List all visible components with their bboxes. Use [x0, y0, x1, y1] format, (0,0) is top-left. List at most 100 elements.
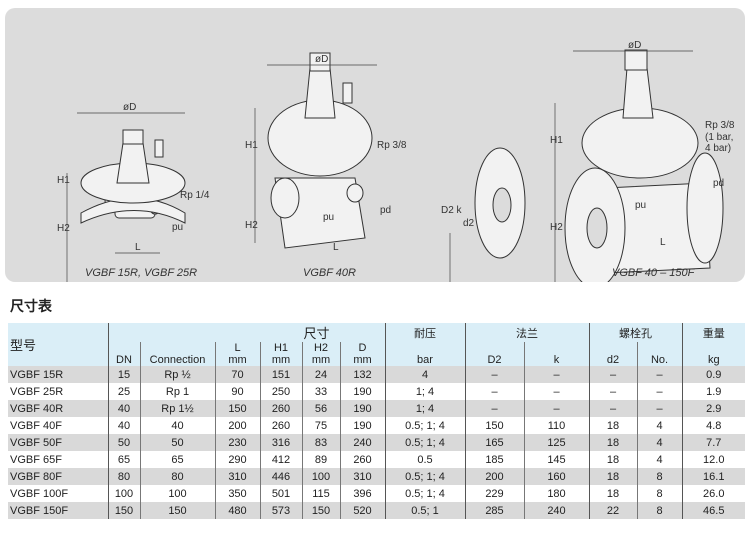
- table-cell: 0.5; 1; 4: [384, 434, 465, 451]
- table-cell: –: [636, 383, 682, 400]
- table-cell: 185: [464, 451, 524, 468]
- table-cell: 0.5: [384, 451, 465, 468]
- table-cell: 115: [301, 485, 340, 502]
- table-cell: –: [636, 400, 682, 417]
- table-cell: 100: [301, 468, 340, 485]
- table-cell: 100: [139, 485, 215, 502]
- col-k: k: [523, 342, 589, 366]
- table-cell: VGBF 25R: [10, 385, 64, 398]
- table-cell: 7.7: [681, 434, 745, 451]
- table-cell: VGBF 150F: [8, 502, 108, 519]
- table-cell: 100: [107, 485, 140, 502]
- rp38-label: Rp 3/8: [705, 120, 735, 131]
- col-dn: DN: [107, 342, 140, 366]
- table-cell: –: [523, 400, 589, 417]
- table-cell: 83: [301, 434, 340, 451]
- table-cell: 0.5; 1; 4: [384, 417, 465, 434]
- table-cell: 350: [214, 485, 260, 502]
- table-cell: Rp 1: [139, 383, 215, 400]
- pu-label: pu: [323, 212, 334, 223]
- od-label: øD: [123, 102, 136, 113]
- table-cell: 160: [523, 468, 589, 485]
- table-cell: 4: [384, 366, 465, 383]
- table-cell: 50: [107, 434, 140, 451]
- table-cell: 150: [139, 502, 215, 519]
- dimension-lines: [66, 50, 693, 282]
- table-cell: –: [464, 366, 524, 383]
- table-cell: 396: [339, 485, 385, 502]
- valve-40r-drawing: [267, 52, 373, 249]
- table-cell: 1.9: [681, 383, 745, 400]
- table-cell: 520: [339, 502, 385, 519]
- table-cell: VGBF 15R: [8, 366, 108, 383]
- table-cell: –: [523, 383, 589, 400]
- table-cell: 26.0: [681, 485, 745, 502]
- col-d2-bolt: d2: [588, 342, 637, 366]
- h2-label: H2: [245, 220, 258, 231]
- table-cell: 4.8: [681, 417, 745, 434]
- table-cell: 22: [588, 502, 637, 519]
- table-cell: VGBF 40R: [8, 400, 108, 417]
- table-cell: 310: [339, 468, 385, 485]
- col-no: No.: [636, 342, 682, 366]
- table-cell: 446: [259, 468, 302, 485]
- table-cell: 4: [636, 434, 682, 451]
- table-cell: 190: [339, 400, 385, 417]
- table-cell: –: [464, 400, 524, 417]
- table-cell: 501: [259, 485, 302, 502]
- table-cell: 260: [259, 400, 302, 417]
- table-cell: 80: [139, 468, 215, 485]
- table-cell: 15: [107, 366, 140, 383]
- od-label: øD: [315, 54, 328, 65]
- table-cell: 180: [523, 485, 589, 502]
- h1-label: H1: [550, 135, 563, 146]
- header-model: 型号: [8, 323, 108, 366]
- table-cell: 132: [339, 366, 385, 383]
- table-cell: 151: [259, 366, 302, 383]
- table-cell: 40: [107, 417, 140, 434]
- table-cell: 18: [588, 434, 637, 451]
- pd-label: pd: [713, 178, 724, 189]
- table-cell: 8: [636, 468, 682, 485]
- table-cell: 240: [339, 434, 385, 451]
- od-label: øD: [628, 40, 641, 51]
- rp38-label: Rp 3/8: [377, 140, 407, 151]
- table-cell: 24: [301, 366, 340, 383]
- col-connection: Connection: [139, 342, 215, 366]
- table-cell: 125: [523, 434, 589, 451]
- table-cell: 4: [636, 451, 682, 468]
- h1-label: H1: [245, 140, 258, 151]
- header-bolt-holes: 螺栓孔: [588, 323, 682, 342]
- l-label: L: [135, 242, 141, 253]
- col-bar: bar: [384, 342, 465, 366]
- l-label: L: [333, 242, 339, 253]
- table-cell: 290: [214, 451, 260, 468]
- header-dimensions: 尺寸: [107, 323, 385, 342]
- table-cell: 25: [107, 383, 140, 400]
- table-cell: 110: [523, 417, 589, 434]
- table-cell: 18: [588, 468, 637, 485]
- section-title: 尺寸表: [10, 299, 52, 315]
- pu-label: pu: [635, 200, 646, 211]
- table-cell: VGBF 40F: [10, 419, 62, 432]
- col-d2-flange: D2: [464, 342, 524, 366]
- table-cell: 0.5; 1: [384, 502, 465, 519]
- table-cell: 150: [214, 400, 260, 417]
- table-cell: 150: [301, 502, 340, 519]
- header-pressure: 耐压: [384, 323, 465, 342]
- table-cell: 56: [301, 400, 340, 417]
- table-cell: 240: [523, 502, 589, 519]
- table-cell: 90: [214, 383, 260, 400]
- col-kg: kg: [681, 342, 745, 366]
- header-weight: 重量: [681, 323, 745, 342]
- table-cell: 18: [588, 451, 637, 468]
- table-cell: 16.1: [681, 468, 745, 485]
